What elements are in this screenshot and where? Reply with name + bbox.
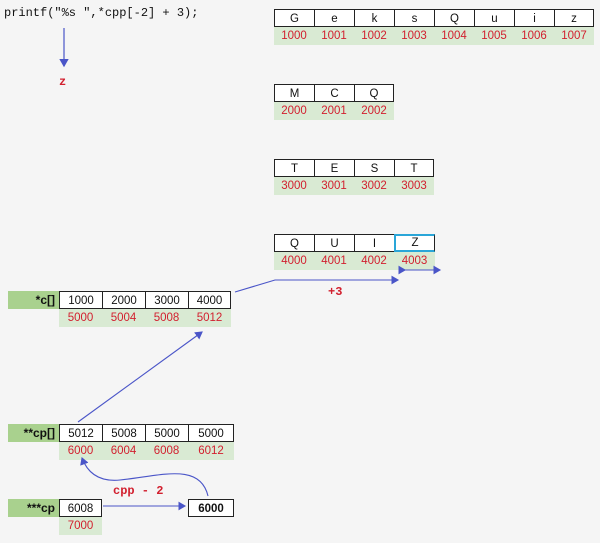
highlighted-cell: Z — [394, 234, 435, 252]
array-cell: 5000 — [188, 424, 234, 442]
address-label: 7000 — [59, 517, 102, 535]
array-cell: I — [354, 234, 394, 252]
array-geeksquiz: G e k s Q u i z 1000 1001 1002 1003 1004… — [274, 9, 594, 45]
array-cell: 6000 — [188, 499, 234, 517]
array-cell: i — [514, 9, 554, 27]
address-label: 3001 — [314, 177, 354, 195]
address-label: 1005 — [474, 27, 514, 45]
array-cell: 4000 — [188, 291, 231, 309]
address-label: 1002 — [354, 27, 394, 45]
array-cell: 5008 — [102, 424, 145, 442]
array-cell: C — [314, 84, 354, 102]
address-label: 2002 — [354, 102, 394, 120]
address-label: 6008 — [145, 442, 188, 460]
array-mcq: M C Q 2000 2001 2002 — [274, 84, 394, 120]
array-cell: U — [314, 234, 354, 252]
cpp-minus2-label: cpp - 2 — [113, 484, 164, 498]
address-label: 3000 — [274, 177, 314, 195]
array-cpp: 6008 7000 — [59, 499, 102, 535]
array-cell: G — [274, 9, 314, 27]
address-label: 2000 — [274, 102, 314, 120]
var-label-cpp: ***cp — [8, 499, 59, 517]
array-c: 1000 2000 3000 4000 5000 5004 5008 5012 — [59, 291, 231, 327]
array-cell: M — [274, 84, 314, 102]
address-label: 4003 — [394, 252, 435, 270]
array-cell: u — [474, 9, 514, 27]
address-label: 1004 — [434, 27, 474, 45]
c-to-quiz-arrow — [234, 275, 400, 293]
address-label: 4002 — [354, 252, 394, 270]
array-cell: 5000 — [145, 424, 188, 442]
array-cell: Q — [354, 84, 394, 102]
array-cell: 2000 — [102, 291, 145, 309]
array-cell: e — [314, 9, 354, 27]
var-label-c: *c[] — [8, 291, 59, 309]
output-value: z — [59, 75, 67, 89]
array-cell: S — [354, 159, 394, 177]
array-cell: k — [354, 9, 394, 27]
address-label: 3002 — [354, 177, 394, 195]
address-label: 1006 — [514, 27, 554, 45]
address-label: 6000 — [59, 442, 102, 460]
array-cell: 1000 — [59, 291, 102, 309]
array-cell: T — [274, 159, 314, 177]
var-label-cp: **cp[] — [8, 424, 59, 442]
array-cell: 6008 — [59, 499, 102, 517]
array-cell: E — [314, 159, 354, 177]
address-label: 6004 — [102, 442, 145, 460]
array-cell: Q — [274, 234, 314, 252]
array-cp: 5012 5008 5000 5000 6000 6004 6008 6012 — [59, 424, 234, 460]
address-label: 5000 — [59, 309, 102, 327]
array-quiz: Q U I Z 4000 4001 4002 4003 — [274, 234, 435, 270]
address-label: 5008 — [145, 309, 188, 327]
array-cell: T — [394, 159, 434, 177]
address-label: 4000 — [274, 252, 314, 270]
array-cell: z — [554, 9, 594, 27]
code-statement: printf("%s ",*cpp[-2] + 3); — [4, 6, 199, 20]
offset-plus3-label: +3 — [328, 285, 343, 299]
address-label: 3003 — [394, 177, 434, 195]
array-cell: s — [394, 9, 434, 27]
cp-to-c-arrow — [77, 331, 203, 423]
temp-to-cp-arrow — [80, 456, 209, 497]
address-label: 4001 — [314, 252, 354, 270]
address-label: 1001 — [314, 27, 354, 45]
array-cell: 3000 — [145, 291, 188, 309]
address-label: 2001 — [314, 102, 354, 120]
address-label: 5012 — [188, 309, 231, 327]
array-test: T E S T 3000 3001 3002 3003 — [274, 159, 434, 195]
temp-pointer-box: 6000 — [188, 499, 234, 517]
address-label: 1007 — [554, 27, 594, 45]
array-cell: Q — [434, 9, 474, 27]
address-label: 1003 — [394, 27, 434, 45]
address-label: 1000 — [274, 27, 314, 45]
address-label: 6012 — [188, 442, 234, 460]
array-cell: 5012 — [59, 424, 102, 442]
address-label: 5004 — [102, 309, 145, 327]
